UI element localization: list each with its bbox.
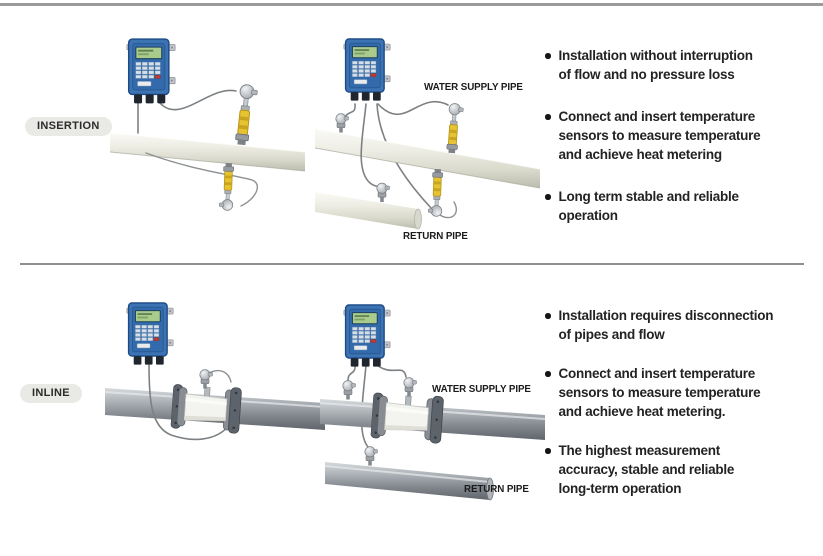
bullet-dot [545,448,551,454]
flow-transmitter-icon [126,302,174,366]
temperature-sensor-icon [342,380,356,400]
insertion-diagram-basic [109,38,306,211]
temperature-sensor-icon [335,113,349,133]
return-pipe-label: RETURN PIPE [464,484,529,495]
list-item: The highest measurement accuracy, stable… [545,441,815,498]
insertion-sensor-icon [233,83,259,147]
list-item: Long term stable and reliable operation [545,187,815,225]
temperature-sensor-icon [199,369,213,389]
insertion-tag: INSERTION [25,117,112,136]
temperature-sensor-icon [403,377,417,397]
insertion-feature-list: Installation without interruption of flo… [545,46,815,248]
list-item: Installation requires disconnection of p… [545,306,815,344]
bullet-dot [545,53,551,59]
list-item: Connect and insert temperature sensors t… [545,107,815,164]
inline-feature-list: Installation requires disconnection of p… [545,306,815,518]
return-pipe [315,192,418,229]
top-divider [0,3,823,6]
inline-diagram-basic [104,302,326,441]
inline-tag: INLINE [20,384,82,403]
bullet-dot [545,371,551,377]
list-item: Installation without interruption of flo… [545,46,815,84]
flow-transmitter-icon [126,38,176,105]
feature-text: The highest measurement accuracy, stable… [558,443,735,496]
bullet-dot [545,313,551,319]
insertion-sensor-icon [445,102,465,155]
pipe-end-cap [414,208,422,230]
water-supply-pipe [315,129,540,188]
flow-transmitter-icon [343,304,391,368]
water-supply-pipe-label: WATER SUPPLY PIPE [424,82,523,93]
insertion-sensor-icon [427,168,444,217]
list-item: Connect and insert temperature sensors t… [545,364,815,421]
white-pipe [110,133,305,171]
bullet-dot [545,194,551,200]
temperature-sensor-icon [364,446,378,466]
feature-text: Connect and insert temperature sensors t… [558,109,761,162]
return-pipe [325,462,490,500]
inline-flow-meter-icon [370,391,445,444]
pipe-end-cap [486,477,494,501]
temperature-sensor-icon [376,182,390,203]
middle-divider [20,263,804,265]
insertion-diagram-heat-metering [314,38,541,230]
return-pipe-label: RETURN PIPE [403,231,468,242]
inline-flow-meter-icon [170,382,243,434]
feature-text: Installation without interruption of flo… [558,48,753,82]
feature-text: Connect and insert temperature sensors t… [558,366,761,419]
bullet-dot [545,114,551,120]
insertion-sensor-icon [218,162,235,211]
inline-diagram-heat-metering [319,304,546,501]
feature-text: Long term stable and reliable operation [558,189,740,223]
feature-text: Installation requires disconnection of p… [558,308,774,342]
water-supply-pipe-label: WATER SUPPLY PIPE [432,384,531,395]
flow-transmitter-icon [343,38,391,102]
